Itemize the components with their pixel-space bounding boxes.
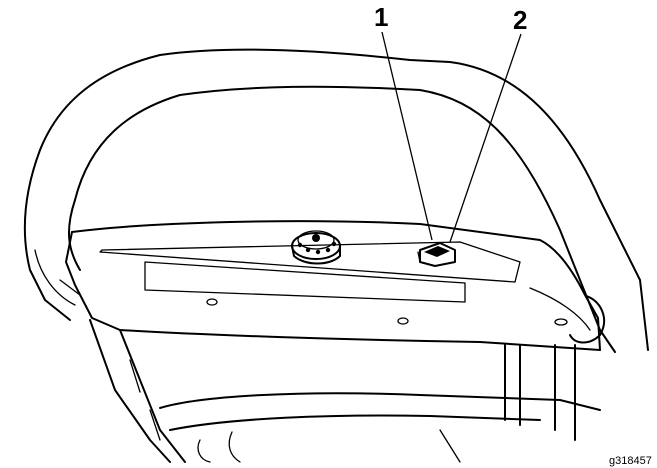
callout-1-leader: [381, 31, 433, 241]
handle-frame: [23, 48, 649, 353]
console-body: [65, 220, 605, 351]
choke-knob: [291, 230, 341, 265]
callout-2-leader: [449, 33, 522, 243]
rocker-switch: [417, 242, 456, 267]
callout-label: 2: [513, 5, 527, 35]
figure-id: g318457: [609, 455, 652, 467]
callout-label: 1: [374, 2, 388, 32]
lower-frame: [89, 319, 601, 463]
